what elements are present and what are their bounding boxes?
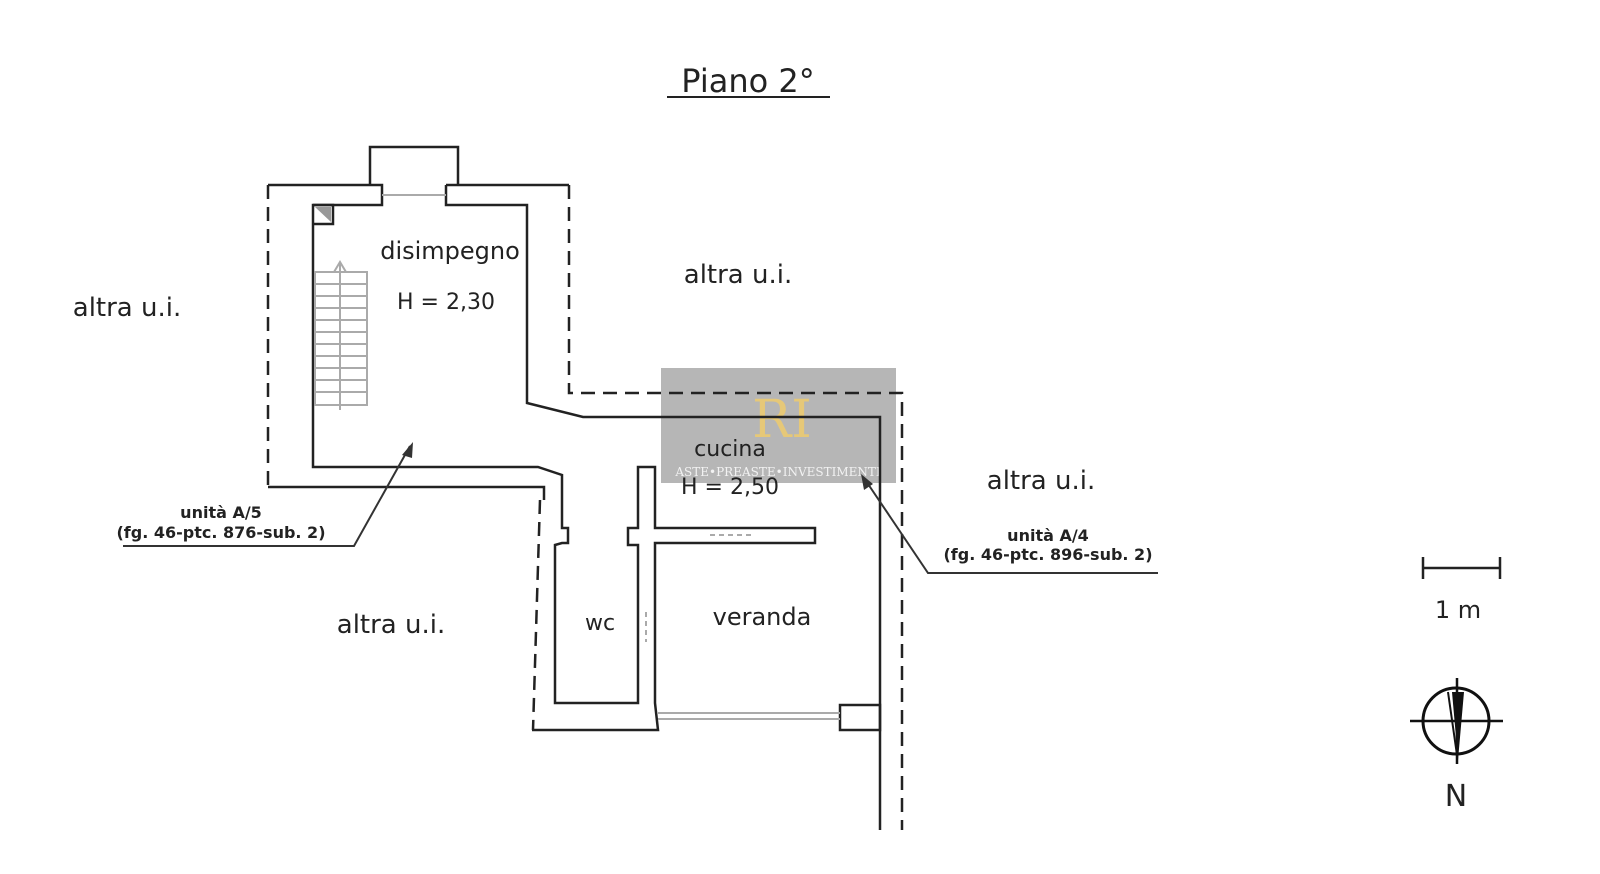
arrowhead-icon <box>402 442 413 458</box>
arrowhead-icon <box>861 474 873 490</box>
scale-label: 1 m <box>1435 596 1481 624</box>
unit-a5-label: unità A/5 <box>180 503 262 522</box>
room-height-cucina: H = 2,50 <box>681 475 779 500</box>
watermark: RI ASTE•PREASTE•INVESTIMENTI <box>661 368 896 483</box>
staircase <box>314 260 368 410</box>
room-label-veranda: veranda <box>713 603 812 631</box>
watermark-text: ASTE•PREASTE•INVESTIMENTI <box>674 465 881 479</box>
room-label-wc: wc <box>585 611 615 636</box>
chimney-mark <box>315 207 331 222</box>
dashed-boundaries <box>266 185 904 830</box>
unit-a4-label: unità A/4 <box>1007 526 1089 545</box>
walls <box>268 145 882 830</box>
neighbor-label: altra u.i. <box>684 260 792 290</box>
unit-a5-ref: (fg. 46-ptc. 876-sub. 2) <box>116 523 325 542</box>
north-label: N <box>1445 779 1467 814</box>
unit-a4-ref: (fg. 46-ptc. 896-sub. 2) <box>943 545 1152 564</box>
room-height-disimpegno: H = 2,30 <box>397 290 495 315</box>
north-arrow-icon <box>1410 678 1503 764</box>
leader-line-a4 <box>863 477 1158 574</box>
neighbor-label: altra u.i. <box>73 293 181 323</box>
neighbor-label: altra u.i. <box>337 610 445 640</box>
scale-bar <box>1421 557 1502 579</box>
neighbor-label: altra u.i. <box>987 466 1095 496</box>
room-label-cucina: cucina <box>694 437 766 462</box>
openings <box>382 194 840 720</box>
leader-line-a5 <box>123 445 411 547</box>
watermark-logo: RI <box>752 390 812 450</box>
room-label-disimpegno: disimpegno <box>380 237 520 265</box>
plan-title: Piano 2° <box>681 62 814 100</box>
